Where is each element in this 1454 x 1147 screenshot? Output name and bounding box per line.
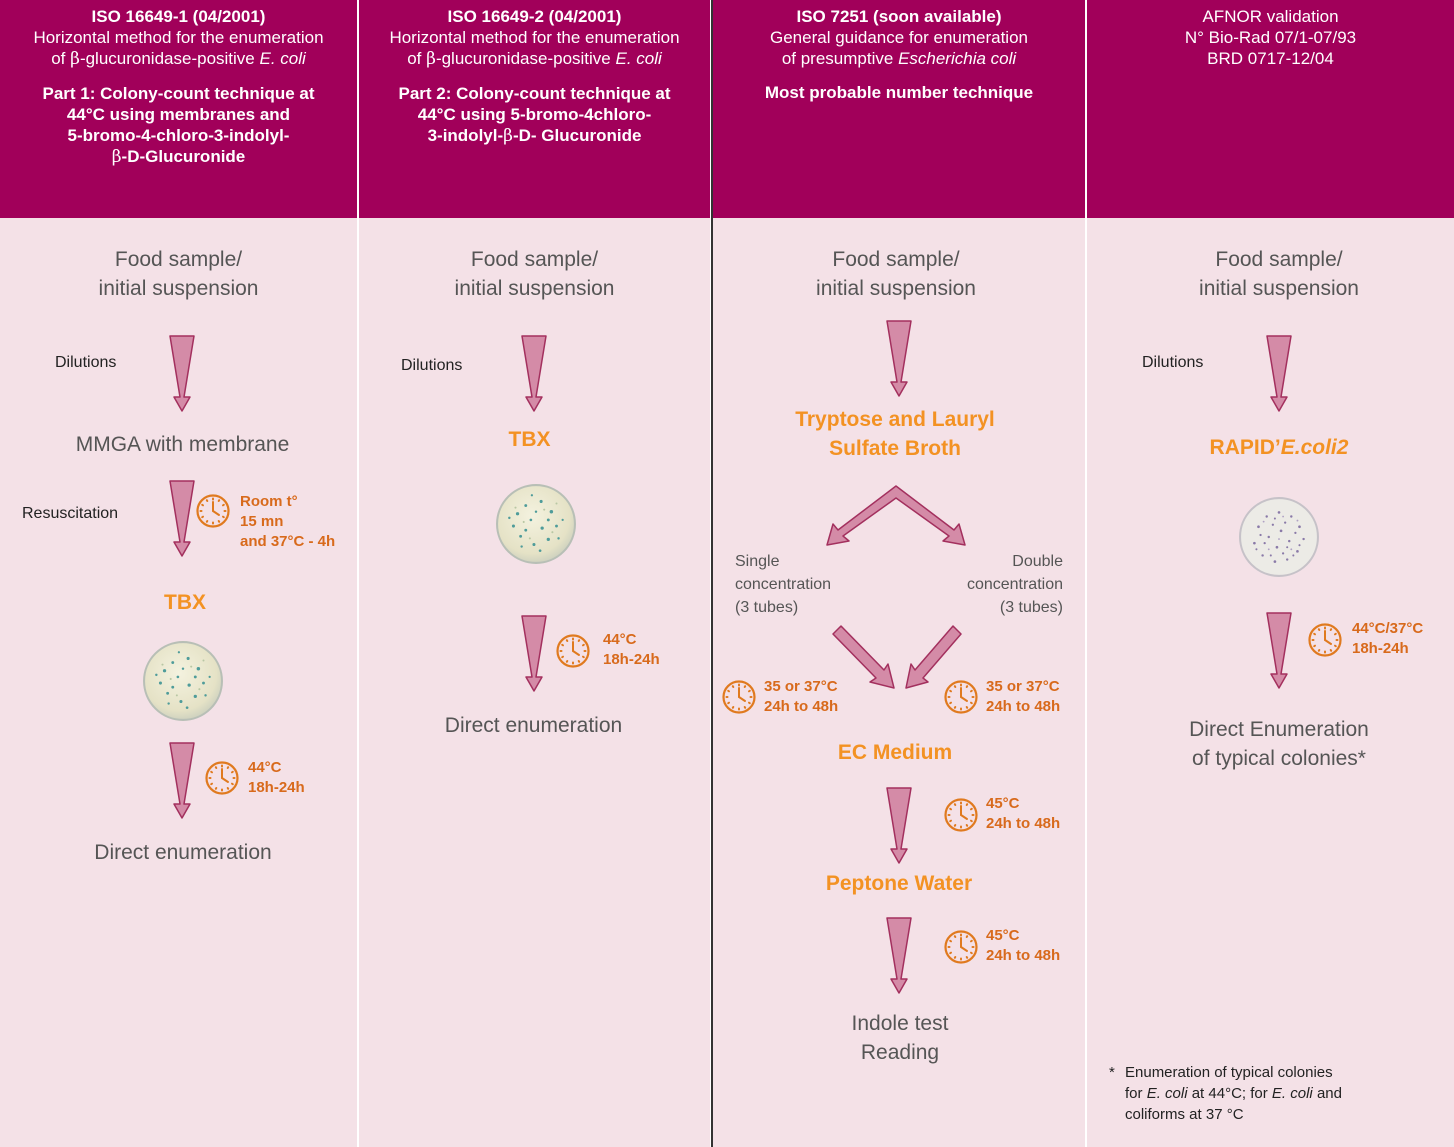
column-iso-7251: ISO 7251 (soon available) General guidan… [713,0,1085,1147]
medium-ec: EC Medium [837,741,953,764]
diagonal-arrow-icon [832,625,962,689]
down-arrow-icon [885,320,913,397]
double-concentration-label: Double concentration (3 tubes) [966,553,1063,616]
header-desc-line: Horizontal method for the enumeration [389,28,680,47]
split-arrow-icon [826,485,966,546]
incubation-condition: 44°C 18h-24h [603,631,660,668]
result-label: Direct Enumeration of typical colonies* [1189,718,1369,770]
incubation-condition: 35 or 37°C 24h to 48h [986,678,1061,715]
column-divider [711,0,713,1147]
header-desc-line: General guidance for enumeration [770,28,1028,47]
header-desc-line: Horizontal method for the enumeration [33,28,324,47]
part-title-line: 44°C using membranes and [66,105,291,124]
column-header: ISO 7251 (soon available) General guidan… [713,0,1085,218]
column-header: AFNOR validation N° Bio-Rad 07/1-07/93 B… [1087,0,1454,218]
incubation-condition: 45°C 24h to 48h [986,927,1061,964]
dilutions-label: Dilutions [55,354,117,371]
part-title-line: 44°C using 5-bromo-4chloro- [417,105,652,124]
clock-icon [1307,622,1343,658]
food-sample-label: Food sample/ initial suspension [454,248,615,300]
part-title-line: β-D-Glucuronide [111,147,246,167]
food-sample-label: Food sample/ initial suspension [98,248,259,300]
column-afnor: AFNOR validation N° Bio-Rad 07/1-07/93 B… [1087,0,1454,1147]
result-label: Direct enumeration [94,841,272,864]
result-label: Indole test Reading [851,1012,949,1064]
footnote-star: * [1109,1064,1115,1081]
down-arrow-icon [885,917,913,994]
medium-tbx: TBX [164,591,206,614]
incubation-condition: 45°C 24h to 48h [986,795,1061,832]
down-arrow-icon [520,615,548,692]
down-arrow-icon [520,335,548,412]
clock-icon [555,633,591,669]
down-arrow-icon [168,335,196,412]
header-desc-line: N° Bio-Rad 07/1-07/93 [1184,28,1357,47]
mmga-step: MMGA with membrane [75,433,290,456]
food-sample-label: Food sample/ initial suspension [816,248,976,300]
incubation-condition: Room t° 15 mn and 37°C - 4h [240,493,336,550]
header-desc-line: of presumptive Escherichia coli [781,49,1017,68]
petri-dish-icon [1238,496,1320,578]
down-arrow-icon [168,480,196,557]
part-title: Most probable number technique [764,83,1034,102]
clock-icon [943,929,979,965]
part-title: Part 2: Colony-count technique at [398,84,671,103]
header-title: ISO 16649-1 (04/2001) [91,7,266,26]
clock-icon [195,493,231,529]
petri-dish-icon [495,483,577,565]
header-desc-line: of β-glucuronidase-positive E. coli [51,49,306,69]
clock-icon [943,679,979,715]
down-arrow-icon [168,742,196,819]
medium-tryptose-lauryl-broth: Tryptose and Lauryl Sulfate Broth [795,408,995,460]
dilutions-label: Dilutions [1142,354,1204,371]
petri-dish-icon [142,640,224,722]
clock-icon [204,760,240,796]
down-arrow-icon [1265,612,1293,689]
part-title-line: 3-indolyl-β-D- Glucuronide [427,126,642,146]
resuscitation-label: Resuscitation [22,505,119,522]
clock-icon [943,797,979,833]
result-label: Direct enumeration [444,714,623,737]
single-concentration-label: Single concentration (3 tubes) [735,553,832,616]
header-title: ISO 7251 (soon available) [796,7,1002,26]
medium-peptone-water: Peptone Water [825,872,973,895]
dilutions-label: Dilutions [401,357,463,374]
column-iso-16649-2: ISO 16649-2 (04/2001) Horizontal method … [359,0,710,1147]
footnote: * Enumeration of typical colonies for E.… [1109,1064,1342,1123]
down-arrow-icon [1265,335,1293,412]
incubation-condition: 44°C/37°C 18h-24h [1352,620,1424,657]
part-title: Part 1: Colony-count technique at [42,84,315,103]
medium-rapid-ecoli2: RAPID’E.coli2 [1209,436,1349,459]
header-desc-line: BRD 0717-12/04 [1207,49,1334,68]
part-title-line: 5-bromo-4-chloro-3-indolyl- [67,126,290,145]
down-arrow-icon [885,787,913,864]
incubation-condition: 44°C 18h-24h [248,759,305,796]
column-iso-16649-1: ISO 16649-1 (04/2001) Horizontal method … [0,0,357,1147]
food-sample-label: Food sample/ initial suspension [1199,248,1359,300]
medium-tbx: TBX [508,428,551,451]
clock-icon [721,679,757,715]
column-header: ISO 16649-2 (04/2001) Horizontal method … [359,0,710,218]
header-desc-line: of β-glucuronidase-positive E. coli [407,49,662,69]
beta-symbol: β [70,49,80,69]
incubation-condition: 35 or 37°C 24h to 48h [764,678,839,715]
header-title: AFNOR validation [1202,7,1339,26]
header-title: ISO 16649-2 (04/2001) [447,7,622,26]
column-header: ISO 16649-1 (04/2001) Horizontal method … [0,0,357,218]
